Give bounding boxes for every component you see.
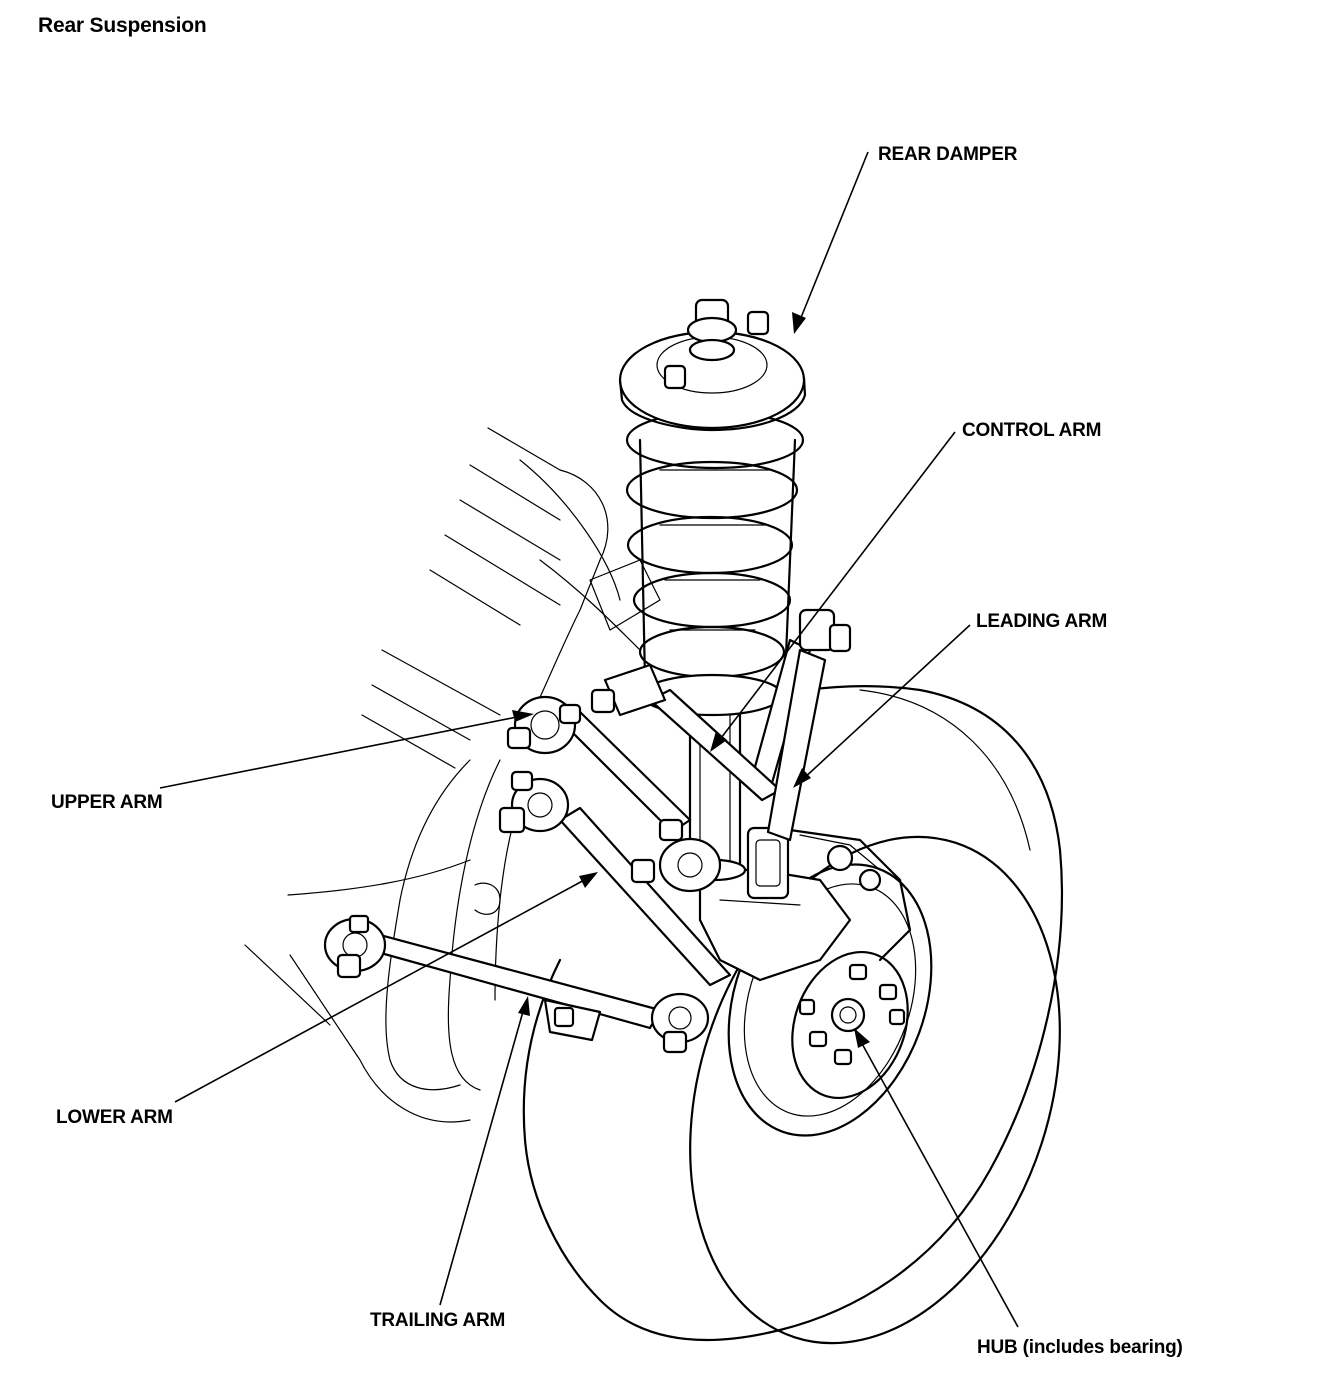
label-leading-arm: LEADING ARM <box>976 611 1108 632</box>
upper-mount <box>618 298 807 432</box>
lower-arm <box>498 770 732 987</box>
upper-arm <box>506 663 692 834</box>
trailing-arm <box>323 914 710 1054</box>
label-rear-damper: REAR DAMPER <box>878 144 1018 165</box>
wheel-studs <box>798 963 906 1066</box>
label-upper-arm: UPPER ARM <box>51 792 163 813</box>
knuckle <box>698 826 852 982</box>
label-hub: HUB (includes bearing) <box>977 1337 1183 1358</box>
label-lower-arm: LOWER ARM <box>56 1107 173 1128</box>
leading-arm <box>766 648 827 842</box>
diagram-title: Rear Suspension <box>38 14 207 37</box>
label-control-arm: CONTROL ARM <box>962 420 1102 441</box>
coil-spring <box>625 410 805 717</box>
wheel-assembly <box>522 685 1063 1345</box>
label-trailing-arm: TRAILING ARM <box>370 1310 506 1331</box>
leader-lines <box>159 151 1019 1328</box>
